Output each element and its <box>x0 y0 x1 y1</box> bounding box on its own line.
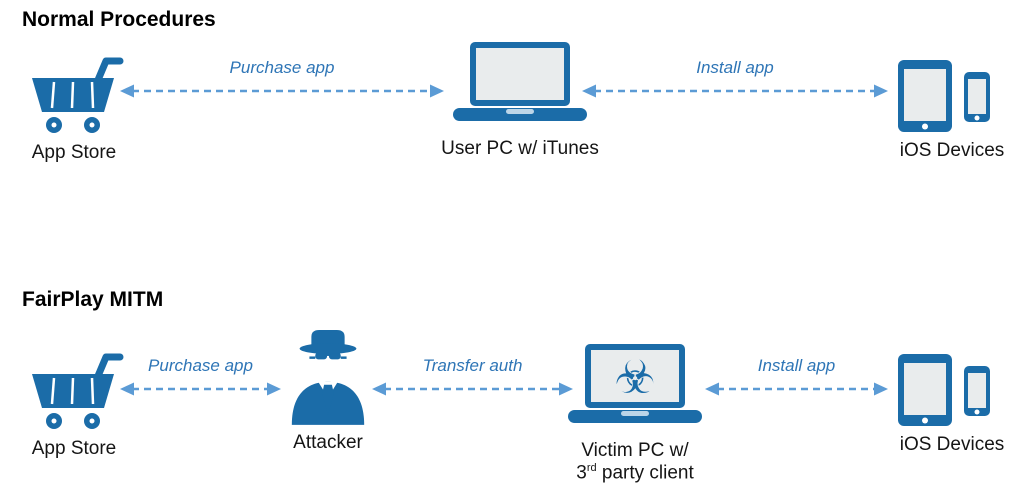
node-attacker: Attacker <box>278 326 378 454</box>
dashed-double-arrow-icon <box>705 382 888 396</box>
node-app-store-mitm: App Store <box>14 352 134 460</box>
arrow-label: Purchase app <box>229 58 335 77</box>
node-label: User PC w/ iTunes <box>441 138 599 159</box>
node-label: App Store <box>31 142 117 163</box>
transfer-auth-arrow: Transfer auth <box>370 356 575 399</box>
victim-label-line2: 3rd party client <box>576 462 694 484</box>
svg-text:☣: ☣ <box>614 350 655 404</box>
normal-procedures-heading: Normal Procedures <box>22 8 216 31</box>
attacker-icon <box>284 326 372 426</box>
dashed-double-arrow-icon <box>120 84 444 98</box>
node-victim-pc: ☣ Victim PC w/ 3rd party client <box>550 344 720 484</box>
node-label: Attacker <box>293 432 363 453</box>
ios-devices-icon <box>898 58 1006 134</box>
install-app-arrow-normal: Install app <box>580 58 890 101</box>
shopping-cart-icon <box>24 56 124 136</box>
node-user-pc: User PC w/ iTunes <box>430 42 610 160</box>
node-label: iOS Devices <box>899 140 1005 161</box>
arrow-label: Transfer auth <box>422 356 523 375</box>
node-label: iOS Devices <box>899 434 1005 455</box>
node-label: Victim PC w/ 3rd party client <box>576 440 694 484</box>
dashed-double-arrow-icon <box>372 382 573 396</box>
biohazard-laptop-icon: ☣ <box>560 344 710 434</box>
fairplay-mitm-heading: FairPlay MITM <box>22 288 164 311</box>
install-app-arrow-mitm: Install app <box>703 356 890 399</box>
node-label: App Store <box>31 438 117 459</box>
victim-label-line1: Victim PC w/ <box>581 440 689 461</box>
arrow-label: Install app <box>757 356 836 375</box>
dashed-double-arrow-icon <box>120 382 281 396</box>
node-app-store-normal: App Store <box>14 56 134 164</box>
laptop-icon <box>445 42 595 132</box>
arrow-label: Install app <box>696 58 774 77</box>
purchase-app-arrow-mitm: Purchase app <box>118 356 283 399</box>
node-ios-devices-normal: iOS Devices <box>893 58 1011 162</box>
ios-devices-icon <box>898 352 1006 428</box>
dashed-double-arrow-icon <box>582 84 888 98</box>
shopping-cart-icon <box>24 352 124 432</box>
node-ios-devices-mitm: iOS Devices <box>893 352 1011 456</box>
arrow-label: Purchase app <box>148 356 253 375</box>
purchase-app-arrow-normal: Purchase app <box>118 58 446 101</box>
